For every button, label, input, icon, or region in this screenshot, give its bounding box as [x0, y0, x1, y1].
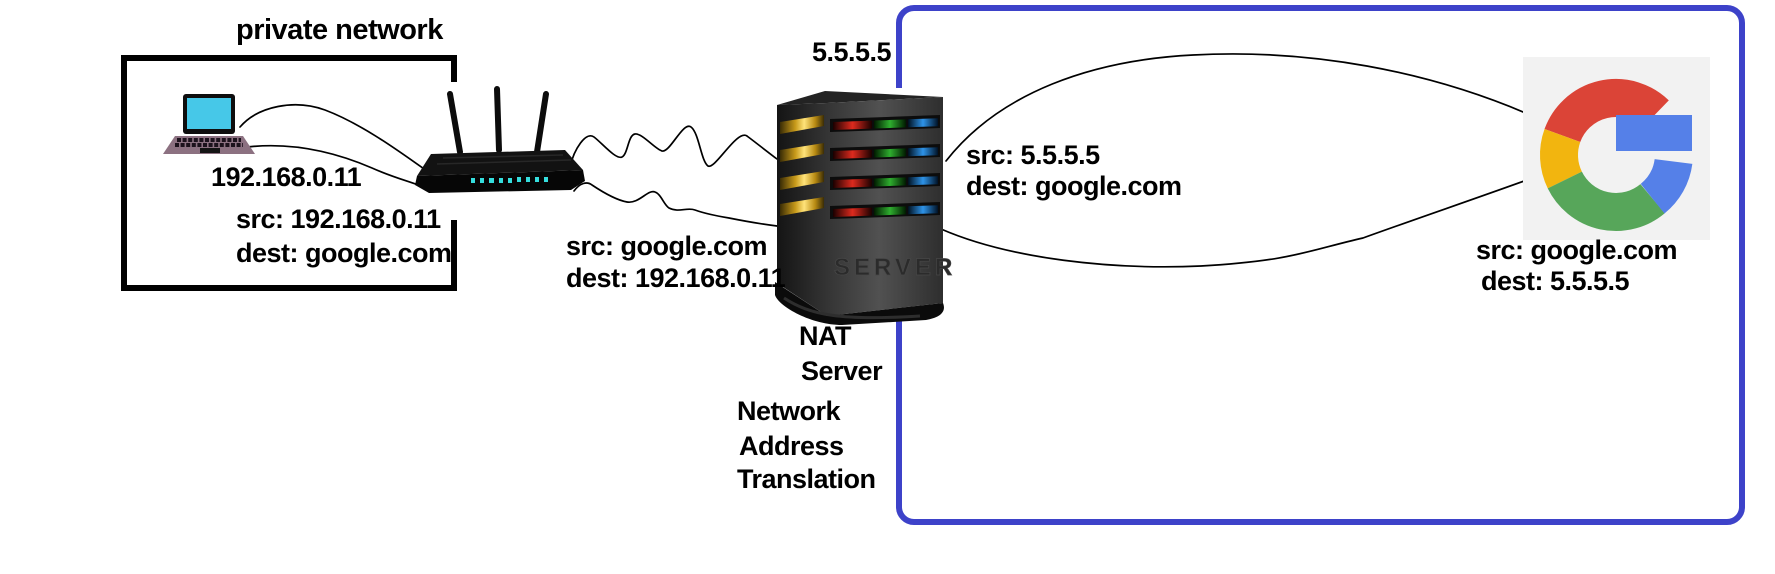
nat-label-line2: Server [801, 356, 883, 386]
server-chassis-text: SERVER [834, 254, 956, 281]
google-g-yellow-arc [1540, 129, 1583, 189]
router-antenna-right [534, 91, 549, 155]
laptop-icon [163, 92, 255, 169]
laptop-screen [187, 98, 231, 129]
laptop-packet-dest-label: dest: google.com [236, 238, 452, 268]
google-g-red-arc [1544, 79, 1669, 143]
laptop-ip-label: 192.168.0.11 [211, 162, 362, 192]
wan-cloud-bottom [573, 182, 778, 227]
server-public-ip-label: 5.5.5.5 [812, 37, 892, 67]
laptop-router-cable-bottom [246, 144, 422, 187]
server-front-stripes [830, 115, 940, 219]
wireless-router-icon [413, 86, 585, 203]
laptop-packet-src-label: src: 192.168.0.11 [236, 204, 441, 234]
google-g-logo [1523, 57, 1710, 245]
nat-expansion-line1: Network [737, 396, 841, 426]
google-g-blue-arc [1639, 158, 1693, 214]
outbound-packet-dest-label: dest: google.com [966, 171, 1182, 201]
router-antenna-left [447, 91, 463, 155]
return-packet-src-label: src: google.com [566, 231, 768, 261]
server-google-cable-top [945, 53, 1549, 162]
server-side-vents [780, 115, 824, 216]
server-tower-icon: SERVER [770, 85, 960, 330]
google-packet-src-label: src: google.com [1476, 235, 1678, 265]
laptop-router-cable-top [239, 104, 428, 172]
router-leds [471, 177, 548, 183]
server-base [775, 282, 944, 325]
nat-expansion-line3: Translation [737, 464, 876, 494]
nat-expansion-line2: Address [739, 431, 844, 461]
google-packet-dest-label: dest: 5.5.5.5 [1481, 266, 1630, 296]
server-google-cable-bottom [940, 171, 1550, 268]
laptop-trackpad [200, 148, 220, 153]
wan-cloud-top [569, 125, 778, 168]
router-top [417, 150, 583, 176]
nat-label-line1: NAT [799, 321, 852, 351]
return-packet-dest-label: dest: 192.168.0.11 [566, 263, 786, 293]
outbound-packet-src-label: src: 5.5.5.5 [966, 140, 1100, 170]
google-g-blue-bar [1616, 115, 1692, 151]
google-g-green-arc [1547, 170, 1665, 231]
private-network-title: private network [236, 14, 443, 46]
server-top-face [777, 91, 943, 105]
router-antenna-middle [494, 86, 502, 153]
